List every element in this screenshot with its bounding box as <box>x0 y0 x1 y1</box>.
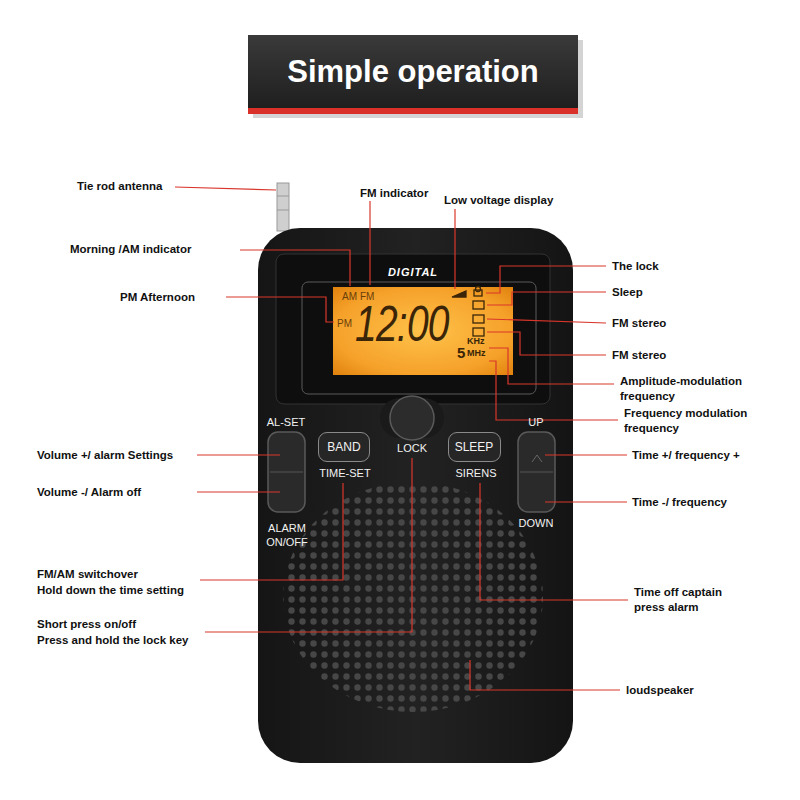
callout-label: Short press on/off <box>37 617 136 632</box>
leader-line <box>200 483 343 580</box>
leader-line <box>454 209 455 289</box>
leader-line <box>487 319 606 323</box>
rocker-divider <box>270 472 303 473</box>
leader-line <box>205 458 412 632</box>
leader-line <box>486 266 606 293</box>
control-label: ALARM ON/OFF <box>260 521 314 550</box>
callout-label: FM stereo <box>612 316 666 331</box>
leader-line <box>545 501 627 502</box>
callout-label: Tie rod antenna <box>77 179 162 194</box>
leader-line <box>470 660 620 690</box>
lock-icon <box>476 287 481 292</box>
control-label: LOCK <box>397 441 427 455</box>
up-mark <box>532 455 542 462</box>
rocker-divider <box>520 472 553 473</box>
leader-line <box>175 187 276 190</box>
battery-icon <box>452 291 466 297</box>
callout-label: FM/AM switchover <box>37 567 138 582</box>
band-button: BAND <box>318 432 370 462</box>
banner-box <box>248 35 578 110</box>
leader-line <box>487 292 606 305</box>
clock-digits: 12:00 <box>355 297 449 352</box>
callout-label: Volume +/ alarm Settings <box>37 448 173 463</box>
callout-label: Time -/ frequency <box>632 495 727 510</box>
callout-label: loudspeaker <box>626 683 694 698</box>
callout-label: PM Afternoon <box>120 290 195 305</box>
callout-label: Sleep <box>612 285 643 300</box>
callout-label: Hold down the time setting <box>37 583 184 598</box>
clock-digit: 5 <box>457 345 465 362</box>
title-banner: Simple operation <box>248 35 578 108</box>
leader-line <box>197 491 280 492</box>
pm-indicator: PM <box>337 318 352 329</box>
lcd-screen <box>333 287 513 375</box>
button-text: SLEEP <box>455 440 494 454</box>
display-frame <box>302 282 536 394</box>
antenna-ridge <box>277 196 289 197</box>
leader-line <box>240 250 350 286</box>
lock-button <box>390 396 434 440</box>
tuning-rocker <box>518 432 555 512</box>
sleep-icon <box>473 301 484 309</box>
antenna-ridge <box>277 210 289 211</box>
control-label: DOWN <box>519 516 554 530</box>
leader-line <box>489 348 614 384</box>
lcd-icons <box>452 287 484 337</box>
antenna <box>277 183 289 231</box>
brand-label: DIGITAL <box>388 265 438 279</box>
callout-label: Amplitude-modulation frequency <box>620 374 770 404</box>
button-text: BAND <box>327 440 360 454</box>
radio-body <box>258 228 573 763</box>
leader-line <box>226 297 334 322</box>
display-bezel <box>276 254 550 404</box>
alarm-icon <box>473 315 484 323</box>
callout-label: Volume -/ Alarm off <box>37 485 141 500</box>
callout-label: The lock <box>612 259 659 274</box>
banner-underline <box>248 108 578 114</box>
leader-line <box>545 454 627 455</box>
unit-text: KHz <box>467 337 485 347</box>
control-label: TIME-SET <box>319 466 370 480</box>
unit-text: MHz <box>467 349 486 359</box>
control-label: UP <box>528 415 543 429</box>
callout-label: Morning /AM indicator <box>70 242 191 257</box>
lcd-display: AMFMPM12:005KHzMHz <box>333 287 513 375</box>
callout-label: Time +/ frequency + <box>632 448 740 463</box>
am-indicator: AM <box>342 291 357 302</box>
stereo-icon <box>473 328 484 336</box>
control-label: SIRENS <box>456 466 497 480</box>
leader-line <box>487 332 606 355</box>
callout-label: Low voltage display <box>444 193 553 208</box>
leader-line <box>197 454 280 455</box>
control-label: AL-SET <box>267 415 306 429</box>
callout-label: Frequency modulation frequency <box>624 406 764 436</box>
leader-line <box>480 483 628 600</box>
leader-lines <box>175 187 628 690</box>
callout-label: Press and hold the lock key <box>37 633 188 648</box>
leader-line <box>489 361 618 420</box>
leader-line <box>369 201 370 285</box>
title-text: Simple operation <box>287 54 538 90</box>
speaker-grille <box>283 482 543 712</box>
callout-label: FM indicator <box>360 186 428 201</box>
volume-rocker <box>268 432 305 512</box>
callout-label: Time off captain press alarm <box>634 585 744 615</box>
sleep-button: SLEEP <box>448 432 501 462</box>
callout-label: FM stereo <box>612 348 666 363</box>
